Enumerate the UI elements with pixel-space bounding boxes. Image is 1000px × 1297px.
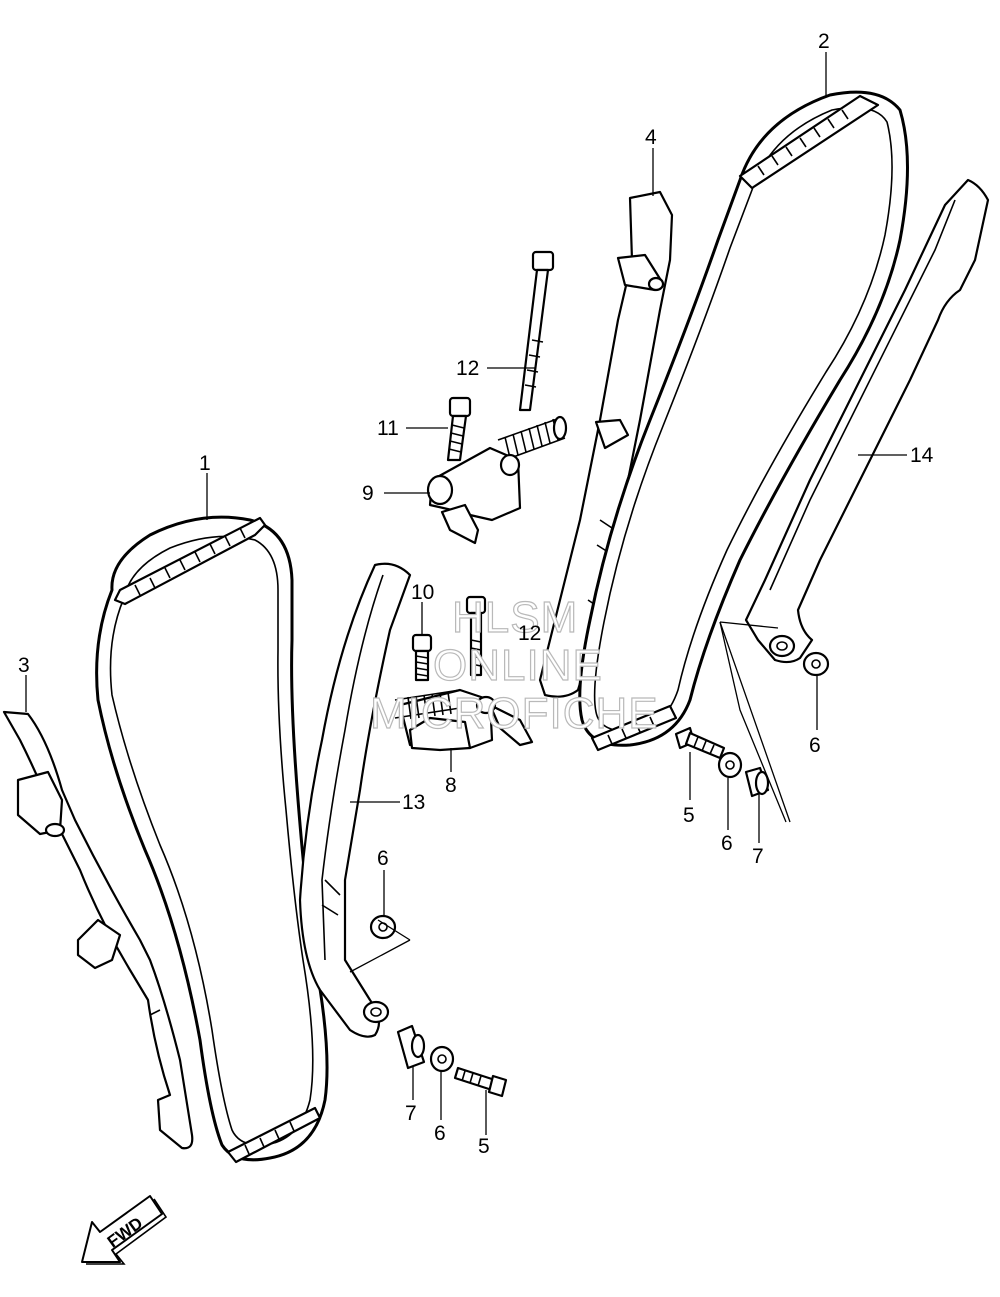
callout-6-right: 6 <box>721 832 733 855</box>
callout-6-left: 6 <box>377 847 389 870</box>
bolt-5-lower <box>453 1066 508 1098</box>
collar-7-right <box>744 766 770 798</box>
leader-lines <box>25 52 907 1135</box>
callout-9: 9 <box>362 482 374 505</box>
washer-6-left <box>369 914 397 940</box>
bolt-5-right <box>674 726 726 760</box>
callout-10: 10 <box>411 581 434 604</box>
washer-6-lower <box>429 1045 455 1073</box>
watermark-line-2: ONLINE <box>433 641 603 690</box>
callout-labels: 1 2 3 4 5 5 6 6 6 6 7 7 8 9 10 11 12 12 … <box>18 30 934 1158</box>
watermark-line-3: MICROFICHE <box>370 689 659 738</box>
callout-7-lower: 7 <box>405 1102 417 1125</box>
callout-5-right: 5 <box>683 804 695 827</box>
part-2-cam-chain <box>578 90 909 752</box>
adjuster-spring-8 <box>394 689 461 721</box>
callout-12-lower: 12 <box>518 622 541 645</box>
chain-links-bottom-2 <box>590 704 678 752</box>
part-14-chain-guide <box>744 178 990 664</box>
washer-6-right <box>717 751 743 779</box>
callout-6-lower: 6 <box>434 1122 446 1145</box>
callout-11: 11 <box>377 417 399 440</box>
chain-links-top-1 <box>113 516 267 606</box>
callout-13: 13 <box>402 791 425 814</box>
callout-4: 4 <box>645 126 657 149</box>
adjuster-spring-9 <box>497 415 568 461</box>
chain-links-top-2 <box>738 94 880 190</box>
callout-3: 3 <box>18 654 30 677</box>
callout-14: 14 <box>910 444 934 467</box>
callout-5-lower: 5 <box>478 1135 490 1158</box>
watermark: HLSM ONLINE MICROFICHE <box>369 592 659 738</box>
collar-7-left <box>396 1024 426 1070</box>
washer-6-far-right <box>802 651 830 677</box>
callout-6-far-right: 6 <box>809 734 821 757</box>
callout-8: 8 <box>445 774 457 797</box>
chain-links-bottom-1 <box>226 1106 322 1164</box>
bolt-11 <box>446 396 472 462</box>
part-4-chain-guide <box>538 190 674 698</box>
part-3-chain-guide <box>2 710 194 1150</box>
bolt-12-lower <box>465 595 487 677</box>
watermark-line-1: HLSM <box>452 593 578 642</box>
part-13-tensioner-guide <box>298 562 412 1038</box>
fwd-arrow-icon: FWD <box>81 1195 168 1265</box>
assembly-lines <box>349 621 791 973</box>
bolt-10 <box>411 633 433 682</box>
callout-12-upper: 12 <box>456 357 479 380</box>
part-1-cam-chain <box>95 515 329 1164</box>
bolt-12-upper <box>518 250 555 412</box>
callout-7-right: 7 <box>752 845 764 868</box>
part-8-tensioner-adjuster <box>394 688 534 752</box>
callout-1: 1 <box>199 452 211 475</box>
callout-2: 2 <box>818 30 830 53</box>
part-9-tensioner-adjuster <box>426 415 568 545</box>
